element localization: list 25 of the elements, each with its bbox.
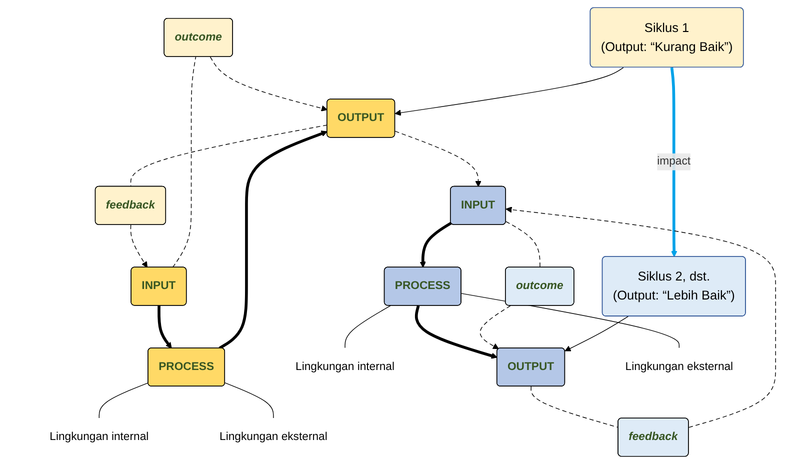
edge-label: impact [657, 155, 691, 168]
connector [224, 382, 274, 418]
arrow [670, 67, 678, 258]
arrow [506, 206, 776, 428]
arrow [218, 130, 328, 350]
arrow [420, 222, 452, 268]
arrow [130, 224, 148, 268]
arrow [480, 305, 511, 350]
connector [506, 221, 540, 268]
connector [344, 305, 391, 348]
arrow [394, 130, 482, 187]
connector [530, 386, 619, 428]
node-text: Lingkungan eksternal [220, 430, 328, 443]
arrow [210, 56, 328, 112]
arrow [564, 316, 629, 352]
arrow [414, 305, 498, 359]
node-text: Lingkungan internal [50, 430, 149, 443]
connector [460, 293, 680, 348]
node-text: Lingkungan eksternal [625, 360, 734, 373]
arrow [158, 306, 172, 349]
node-text: Lingkungan internal [296, 360, 395, 373]
connector [130, 124, 328, 187]
connector [98, 382, 149, 418]
arrow [394, 67, 624, 116]
connector [172, 56, 196, 268]
